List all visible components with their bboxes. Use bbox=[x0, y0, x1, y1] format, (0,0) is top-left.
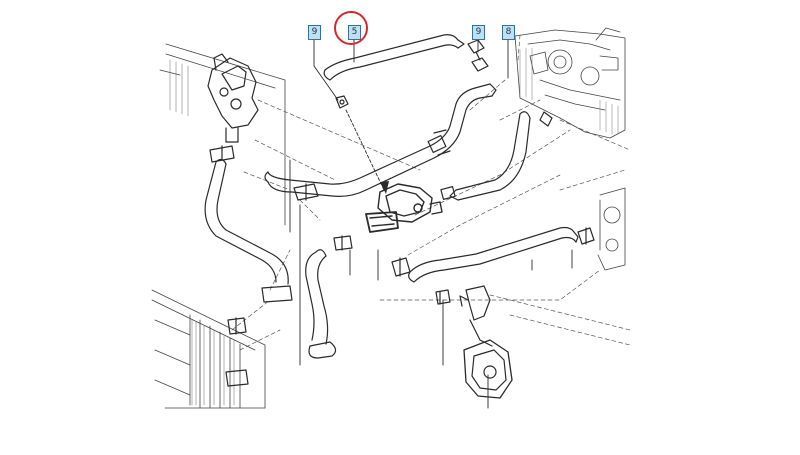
clamp-lower-left bbox=[391, 257, 411, 277]
clamp-upper-right bbox=[467, 39, 489, 72]
clamp-hose-left-end bbox=[293, 183, 319, 201]
callout-8: 8 bbox=[502, 25, 515, 40]
expansion-tank-bracket bbox=[459, 285, 513, 399]
hose-engine-right bbox=[449, 111, 553, 201]
clamp-lower-right bbox=[577, 227, 595, 245]
clamp-engine-right bbox=[440, 186, 456, 200]
hose-lower-right bbox=[408, 226, 579, 283]
hose-part-5 bbox=[323, 34, 465, 81]
radiator-left-frame bbox=[151, 43, 286, 409]
arrow-leader-to-thermostat bbox=[345, 109, 385, 191]
engine-block-top-right bbox=[514, 27, 626, 139]
callout-leader-lines bbox=[289, 37, 573, 409]
arrow-head bbox=[380, 181, 389, 194]
highlight-circle-callout-5 bbox=[334, 11, 368, 45]
thermostat-housing-top-left bbox=[207, 53, 259, 143]
radiator-left-fins bbox=[169, 59, 235, 406]
fitting-center-bottom bbox=[435, 289, 451, 305]
hose-left-long bbox=[204, 158, 293, 303]
hose-main-upper bbox=[264, 83, 497, 197]
clamp-left-top bbox=[209, 145, 235, 163]
callout-9-right: 9 bbox=[472, 25, 485, 40]
clamp-hose-main bbox=[427, 129, 451, 156]
heater-unit-right bbox=[597, 187, 626, 271]
bleed-screw bbox=[335, 95, 349, 109]
engine-block-hatching bbox=[519, 47, 619, 135]
clamp-middle-top bbox=[333, 235, 353, 251]
callout-9-left: 9 bbox=[308, 25, 321, 40]
clamp-bottom-left bbox=[225, 317, 249, 387]
hose-middle-curved bbox=[305, 249, 337, 359]
thermostat-junction bbox=[365, 183, 443, 233]
